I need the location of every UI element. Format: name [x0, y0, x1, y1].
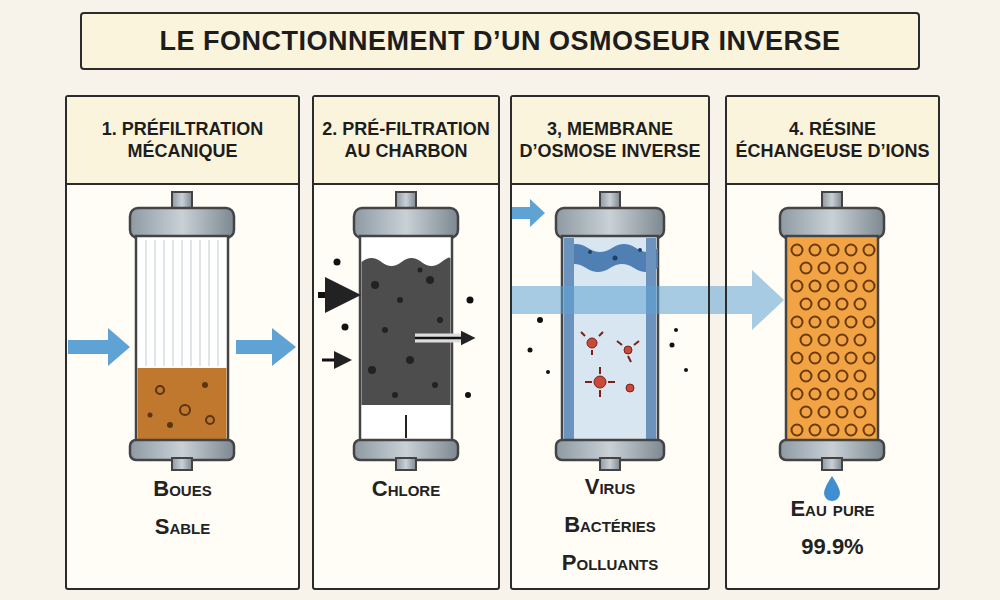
stage-label: Bactéries — [512, 506, 708, 544]
stage-label: Chlore — [314, 470, 498, 508]
stage-label: Boues — [67, 470, 298, 508]
stage-label: Polluants — [512, 544, 708, 582]
stage-heading: 1. PRÉFILTRATION MÉCANIQUE — [67, 97, 298, 185]
stage-heading: 4. RÉSINE ÉCHANGEUSE D’IONS — [727, 97, 938, 185]
stage-heading: 3, MEMBRANE D’OSMOSE INVERSE — [512, 97, 708, 185]
stage-heading: 2. PRÉ-FILTRATION AU CHARBON — [314, 97, 498, 185]
stage-label: Sable — [67, 508, 298, 546]
ion-resin — [780, 192, 884, 501]
stage-panel: 1. PRÉFILTRATION MÉCANIQUE BouesSable — [65, 95, 300, 590]
mechanical-cartridge — [68, 192, 296, 470]
carbon-cartridge — [318, 192, 474, 470]
title-text: LE FONCTIONNEMENT D’UN OSMOSEUR INVERSE — [159, 26, 840, 57]
stage-panel: 2. PRÉ-FILTRATION AU CHARBON Chlore — [312, 95, 500, 590]
stage-label: Virus — [512, 468, 708, 506]
ro-membrane — [512, 192, 784, 470]
stage-label: 99.9% — [727, 528, 938, 566]
stage-label: Eau pure — [727, 490, 938, 528]
title-box: LE FONCTIONNEMENT D’UN OSMOSEUR INVERSE — [80, 12, 920, 70]
stage-panel: 4. RÉSINE ÉCHANGEUSE D’IONS Eau pure99.9% — [725, 95, 940, 590]
stage-panel: 3, MEMBRANE D’OSMOSE INVERSE VirusBactéri… — [510, 95, 710, 590]
